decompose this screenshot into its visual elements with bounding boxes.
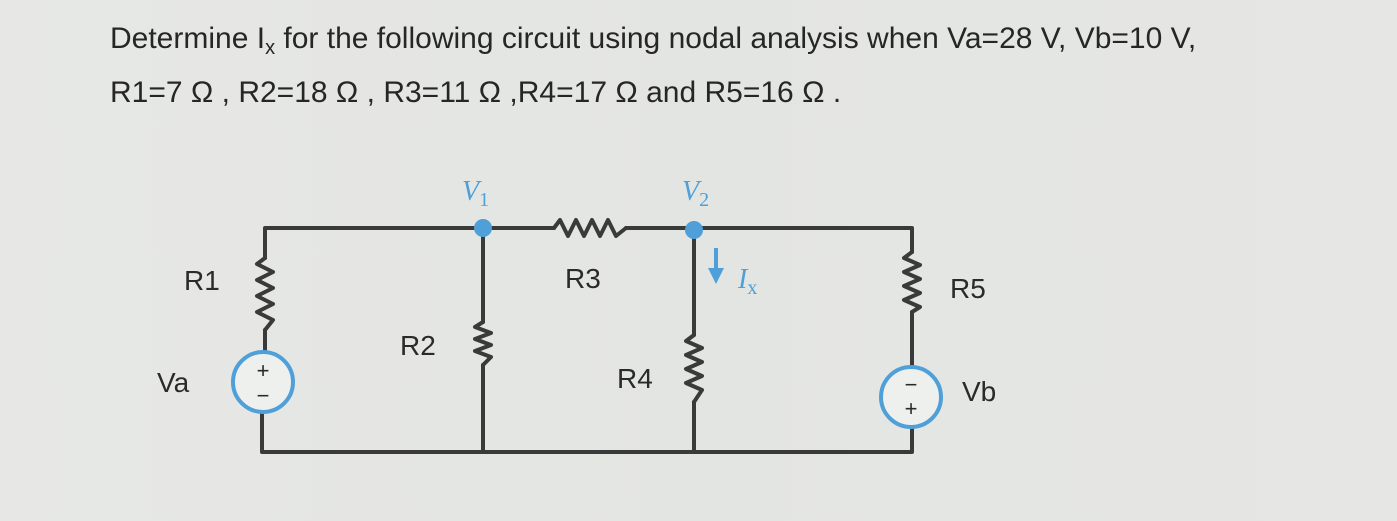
resistor-r3 bbox=[552, 218, 628, 238]
label-r2: R2 bbox=[400, 330, 436, 361]
label-r3: R3 bbox=[565, 263, 601, 294]
label-r4: R4 bbox=[617, 363, 653, 394]
question-text: Determine Ix for the following circuit u… bbox=[110, 12, 1370, 120]
node-v2-dot bbox=[685, 221, 703, 239]
question-line-1: Determine Ix for the following circuit u… bbox=[110, 12, 1370, 66]
question-subscript: x bbox=[265, 37, 276, 59]
va-plus-sign: + bbox=[257, 358, 270, 383]
label-r5: R5 bbox=[950, 273, 986, 304]
question-line-2: R1=7 Ω , R2=18 Ω , R3=11 Ω ,R4=17 Ω and … bbox=[110, 76, 842, 109]
wire-top-left bbox=[263, 226, 556, 260]
resistor-r2 bbox=[473, 320, 493, 367]
node-v1-dot bbox=[474, 219, 492, 237]
source-vb bbox=[879, 365, 943, 429]
wire-bottom bbox=[260, 410, 914, 454]
label-vb: Vb bbox=[962, 376, 996, 407]
vb-minus-sign: − bbox=[905, 372, 918, 397]
vb-plus-sign: + bbox=[905, 396, 918, 421]
label-r1: R1 bbox=[184, 265, 220, 296]
current-ix-label: Ix bbox=[737, 264, 757, 299]
resistor-r1 bbox=[255, 256, 275, 332]
question-line-1-end: for the following circuit using nodal an… bbox=[275, 22, 1197, 55]
current-arrow-head bbox=[708, 268, 724, 284]
label-va: Va bbox=[157, 367, 190, 398]
source-va bbox=[231, 350, 295, 414]
va-minus-sign: − bbox=[257, 383, 270, 408]
wire-top-right bbox=[624, 226, 914, 254]
wires bbox=[255, 218, 922, 454]
resistor-r5 bbox=[902, 250, 922, 314]
node-v1-label: V1 bbox=[462, 176, 489, 211]
question-line-1-start: Determine I bbox=[110, 22, 266, 55]
node-v2-label: V2 bbox=[682, 176, 709, 211]
resistor-r4 bbox=[684, 333, 704, 404]
